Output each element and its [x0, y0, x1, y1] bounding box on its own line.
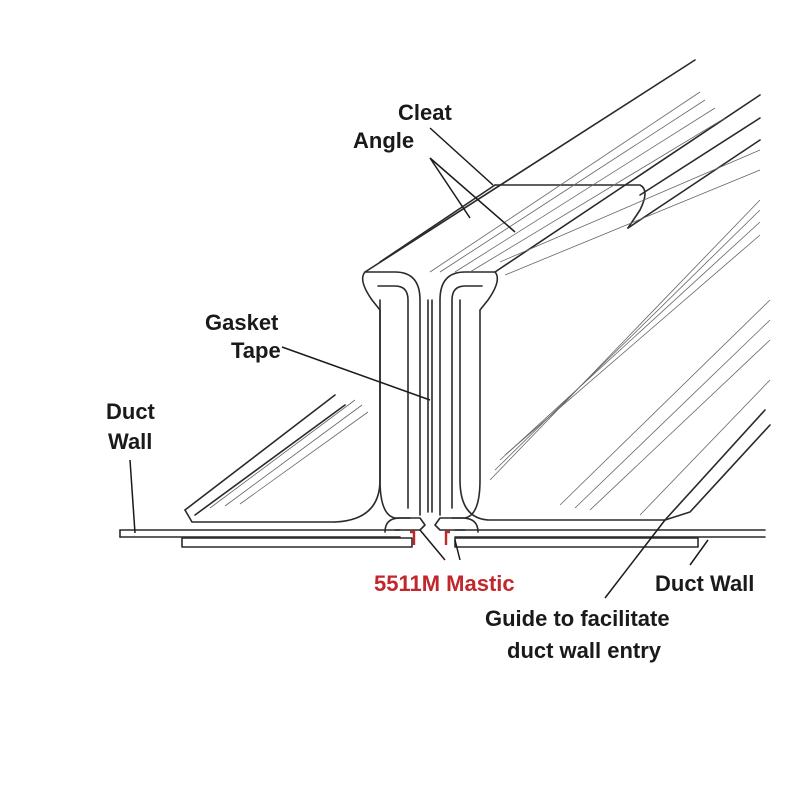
cleat-leader [429, 127, 494, 186]
duct-wall-left-leader [129, 459, 136, 534]
guide-leader [604, 519, 666, 599]
duct-wall-right-label: Duct Wall [655, 571, 754, 596]
mastic-label: 5511M Mastic [374, 571, 515, 596]
angle-label: Angle [353, 128, 414, 153]
duct-wall-left-label-2: Wall [108, 429, 152, 454]
duct-wall-left-sheet [119, 529, 413, 548]
gasket-leader [281, 346, 431, 401]
gasket-label: Gasket [205, 310, 279, 335]
leader-lines [129, 127, 709, 599]
mastic-leader-left [419, 529, 446, 561]
t-profile [361, 271, 499, 533]
duct-wall-right-leader [689, 539, 709, 566]
mastic-leader-right [454, 539, 461, 561]
guide-label-1: Guide to facilitate [485, 606, 670, 631]
duct-wall-left-label-1: Duct [106, 399, 156, 424]
angle-leader-2 [429, 157, 516, 233]
cleat-angle [364, 59, 761, 276]
angle-leader-1 [429, 157, 471, 219]
tape-label: Tape [231, 338, 281, 363]
right-flange [459, 199, 771, 521]
duct-wall-right-sheet [454, 529, 766, 548]
guide-label-2: duct wall entry [507, 638, 662, 663]
mastic-beads [410, 530, 450, 545]
cleat-label: Cleat [398, 100, 452, 125]
